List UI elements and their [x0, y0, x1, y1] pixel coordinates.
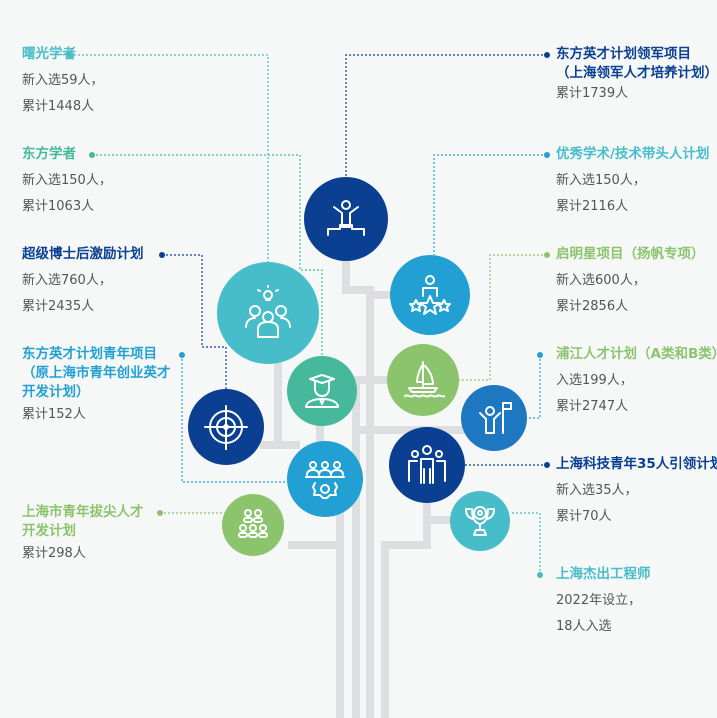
detail: 新入选150人，	[556, 173, 646, 188]
title-line: 东方英才计划青年项目	[22, 346, 157, 362]
label-oriental-talent-leader: 东方英才计划领军项目 （上海领军人才培养计划） 累计1739人	[556, 45, 717, 105]
detail: 新入选760人，	[22, 273, 112, 288]
detail: 累计2856人	[556, 299, 629, 314]
person-flag-icon	[461, 385, 527, 451]
detail: 18人入选	[556, 619, 612, 634]
label-pujiang: 浦江人才计划（A类和B类） 入选199人， 累计2747人	[556, 345, 717, 420]
label-postdoc-incentive: 超级博士后激励计划 新入选760人， 累计2435人	[22, 245, 144, 320]
title-line: （原上海市青年创业英才	[22, 365, 171, 381]
label-academic-leader: 优秀学术/技术带头人计划 新入选150人， 累计2116人	[556, 145, 709, 220]
label-oriental-talent-youth: 东方英才计划青年项目 （原上海市青年创业英才 开发计划） 累计152人	[22, 345, 171, 428]
detail: 新入选150人，	[22, 173, 112, 188]
label-qimingxing: 启明星项目（扬帆专项） 新入选600人， 累计2856人	[556, 245, 705, 320]
detail: 入选199人，	[556, 373, 633, 388]
detail: 累计2116人	[556, 199, 629, 214]
label-oriental-scholar: 东方学者 新入选150人， 累计1063人	[22, 145, 112, 220]
label-outstanding-engineer: 上海杰出工程师 2022年设立， 18人入选	[556, 565, 651, 640]
detail: 累计1063人	[22, 199, 95, 214]
title-line: 开发计划	[22, 523, 76, 539]
title: 东方学者	[22, 146, 76, 162]
graduate-icon	[287, 356, 357, 426]
label-shuguang-scholar: 曙光学者 新入选59人， 累计1448人	[22, 45, 104, 120]
podium-leader-icon	[304, 177, 388, 261]
title: 启明星项目（扬帆专项）	[556, 246, 705, 262]
title: 曙光学者	[22, 46, 76, 62]
label-tech-youth-35: 上海科技青年35人引领计划 新入选35人， 累计70人	[556, 455, 717, 530]
detail: 累计152人	[22, 407, 86, 422]
title-line: （上海领军人才培养计划）	[556, 65, 717, 81]
stars-person-icon	[390, 255, 470, 335]
detail: 累计70人	[556, 509, 612, 524]
detail: 新入选59人，	[22, 73, 104, 88]
detail: 累计2747人	[556, 399, 629, 414]
detail: 2022年设立，	[556, 593, 642, 608]
sailboat-icon	[387, 344, 459, 416]
title: 优秀学术/技术带头人计划	[556, 146, 710, 162]
lightbulb-team-icon	[217, 262, 319, 364]
group-people-icon	[389, 427, 465, 503]
trophy-icon	[450, 491, 510, 551]
title-line: 开发计划）	[22, 384, 90, 400]
title: 上海杰出工程师	[556, 566, 651, 582]
title: 浦江人才计划（A类和B类）	[556, 346, 717, 362]
people-rows-icon	[222, 494, 284, 556]
team-gear-icon	[287, 441, 363, 517]
detail: 累计2435人	[22, 299, 95, 314]
detail: 累计298人	[22, 546, 86, 561]
title-line: 上海市青年拔尖人才	[22, 504, 144, 520]
title: 超级博士后激励计划	[22, 246, 144, 262]
detail: 新入选35人，	[556, 483, 638, 498]
label-youth-top-talent: 上海市青年拔尖人才 开发计划 累计298人	[22, 503, 144, 567]
title-line: 东方英才计划领军项目	[556, 46, 691, 62]
detail: 累计1448人	[22, 99, 95, 114]
detail: 累计1739人	[556, 86, 629, 101]
detail: 新入选600人，	[556, 273, 646, 288]
target-icon	[188, 389, 264, 465]
title: 上海科技青年35人引领计划	[556, 456, 717, 472]
